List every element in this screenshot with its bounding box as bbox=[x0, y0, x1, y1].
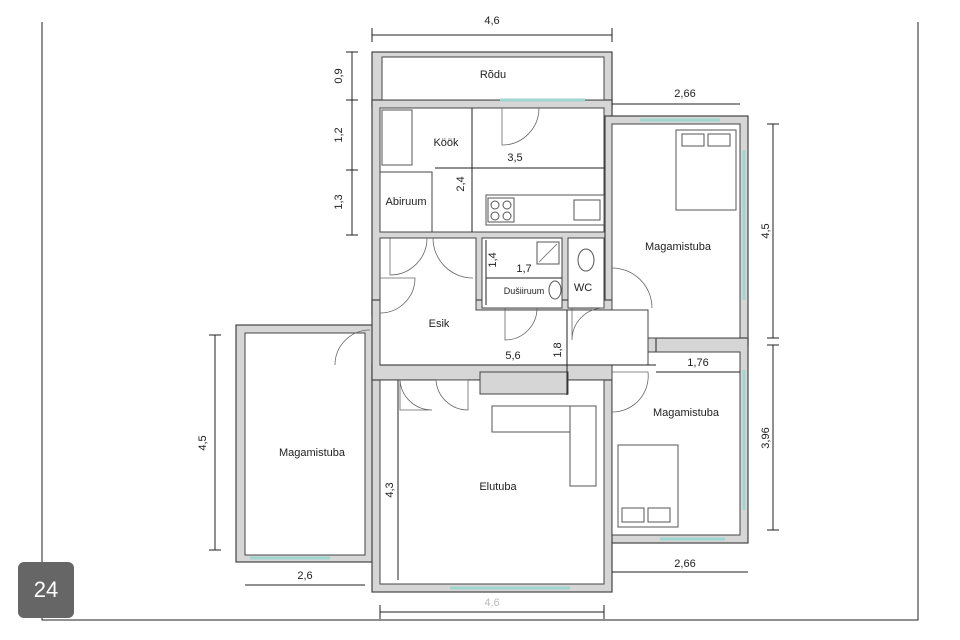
furniture bbox=[381, 109, 737, 528]
dim-right-upper-width: 2,66 bbox=[674, 88, 695, 100]
room-label-bedroom-left: Magamistuba bbox=[279, 447, 346, 459]
dim-kitchen-height: 2,4 bbox=[455, 176, 467, 191]
room-label-bedroom-upper-right: Magamistuba bbox=[645, 241, 712, 253]
dim-left-width: 2,6 bbox=[297, 570, 312, 582]
room-label-hall: Esik bbox=[429, 318, 450, 330]
room-label-balcony: Rõdu bbox=[480, 69, 506, 81]
fridge-icon bbox=[381, 109, 413, 166]
dim-top-width: 4,6 bbox=[484, 15, 499, 27]
dimension-lines bbox=[209, 28, 779, 619]
frame-border bbox=[41, 22, 919, 621]
dim-left-height: 4,5 bbox=[197, 435, 209, 450]
dim-right-upper-height: 4,5 bbox=[760, 223, 772, 238]
room-label-utility: Abiruum bbox=[386, 196, 427, 208]
dim-hall-width: 5,6 bbox=[505, 350, 520, 362]
dim-balcony-depth: 0,9 bbox=[333, 68, 345, 83]
dim-hall-depth: 1,8 bbox=[552, 342, 564, 357]
dim-right-lower-height: 3,96 bbox=[760, 427, 772, 448]
page-number-badge: 24 bbox=[18, 562, 74, 618]
dim-utility-height: 1,3 bbox=[333, 194, 345, 209]
dim-shower-height: 1,4 bbox=[487, 252, 499, 267]
dim-shower-width: 1,7 bbox=[516, 263, 531, 275]
room-label-shower: Dušiiruum bbox=[504, 286, 545, 296]
room-label-kitchen: Köök bbox=[433, 137, 459, 149]
dim-bottom-width: 4,6 bbox=[484, 597, 499, 609]
room-label-living: Elutuba bbox=[479, 481, 517, 493]
dim-kitchen-upper: 1,2 bbox=[333, 127, 345, 142]
toilet-icon bbox=[577, 248, 595, 272]
doors bbox=[334, 107, 653, 413]
sink-icon bbox=[573, 199, 601, 221]
dim-right-lower-inner: 1,76 bbox=[687, 357, 708, 369]
room-label-bedroom-lower-right: Magamistuba bbox=[653, 407, 720, 419]
washbasin-icon bbox=[548, 280, 562, 300]
windows bbox=[250, 98, 746, 590]
dim-right-lower-width: 2,66 bbox=[674, 558, 695, 570]
dim-kitchen-width: 3,5 bbox=[507, 152, 522, 164]
dim-living-height: 4,3 bbox=[384, 482, 396, 497]
room-label-wc: WC bbox=[574, 282, 592, 294]
